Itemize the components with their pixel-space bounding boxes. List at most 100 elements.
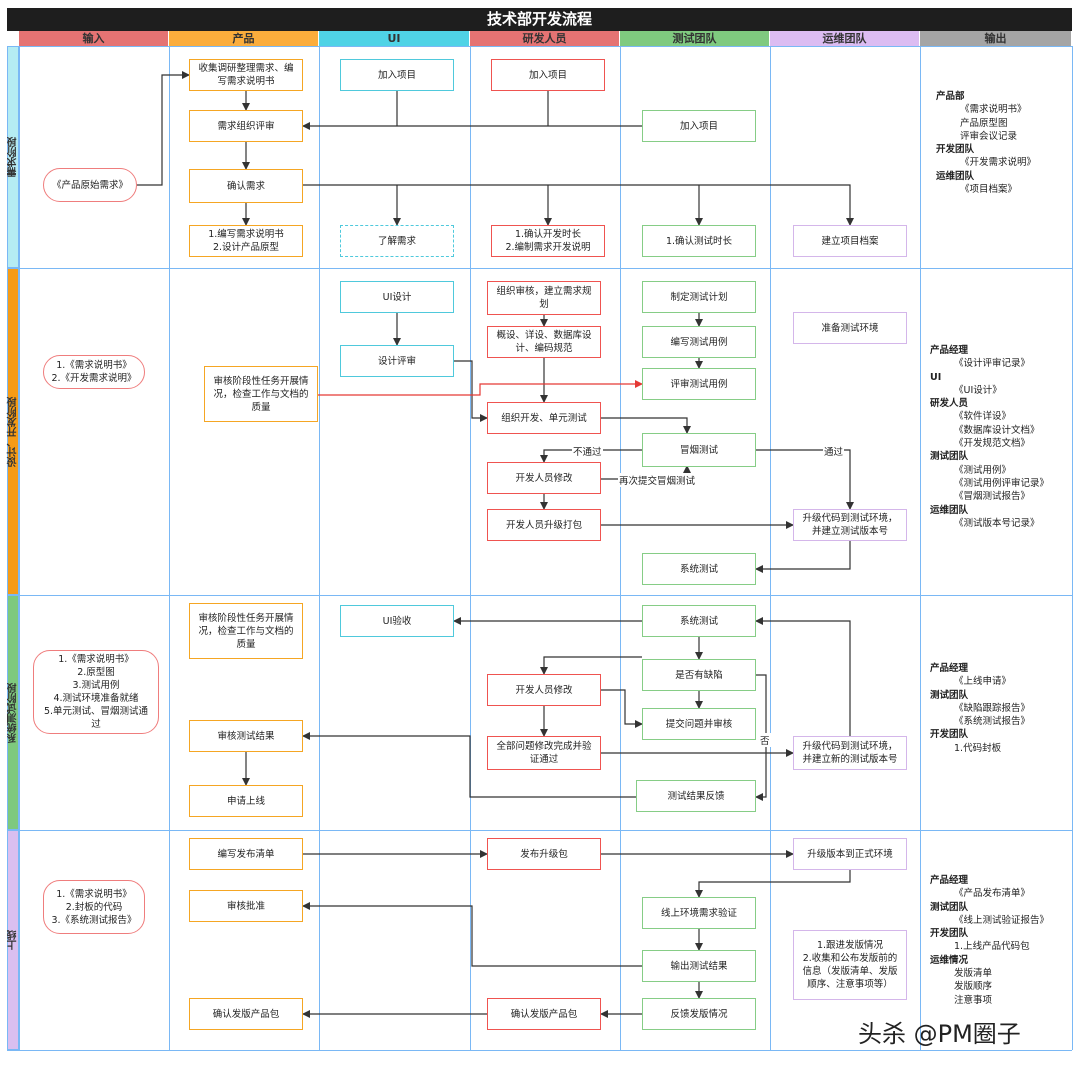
flow-node-d-p1[interactable]: 审核阶段性任务开展情况，检查工作与文档的质量: [204, 366, 318, 422]
flow-node-s-in[interactable]: 1.《需求说明书》 2.原型图 3.测试用例 4.测试环境准备就绪 5.单元测试…: [33, 650, 159, 734]
flow-node-s-p2[interactable]: 审核测试结果: [189, 720, 303, 752]
flow-node-d-t2[interactable]: 编写测试用例: [642, 326, 756, 358]
flow-node-r-p3[interactable]: 确认需求: [189, 169, 303, 203]
output-item: 《开发需求说明》: [960, 157, 1037, 169]
output-item: 评审会议记录: [960, 130, 1018, 142]
flow-node-r-t2[interactable]: 1.确认测试时长: [642, 225, 756, 257]
output-item: 《测试用例》: [954, 464, 1012, 476]
flow-node-r-p1[interactable]: 收集调研整理需求、编写需求说明书: [189, 59, 303, 91]
flow-node-r-p2[interactable]: 需求组织评审: [189, 110, 303, 142]
arrow-dev-to-smoke: [601, 417, 691, 434]
output-team: 开发团队: [930, 928, 969, 940]
output-item: 产品原型图: [960, 117, 1008, 129]
output-item: 1.代码封板: [954, 742, 1002, 754]
column-header-3: 研发人员: [470, 31, 620, 46]
output-list-1: 产品经理《设计评审记录》UI《UI设计》研发人员《软件详设》《数据库设计文档》《…: [930, 344, 1049, 530]
flow-node-d-d3[interactable]: 组织开发、单元测试: [487, 402, 601, 434]
flow-node-d-o2[interactable]: 升级代码到测试环境，并建立测试版本号: [793, 509, 907, 541]
output-item: 《缺陷跟踪报告》: [954, 702, 1031, 714]
flow-node-r-d1[interactable]: 加入项目: [491, 59, 605, 91]
output-item: 《上线申请》: [954, 676, 1012, 688]
flow-node-d-t5[interactable]: 系统测试: [642, 553, 756, 585]
output-team: 研发人员: [930, 398, 969, 410]
arrow-smoke-pass: [756, 449, 854, 510]
output-team: 运维团队: [930, 504, 969, 516]
flow-node-r-in[interactable]: 《产品原始需求》: [43, 168, 137, 202]
output-item: 《需求说明书》: [960, 104, 1027, 116]
output-item: 发版清单: [954, 968, 993, 980]
lane-divider: [319, 46, 320, 1050]
flow-node-l-d2[interactable]: 确认发版产品包: [487, 998, 601, 1030]
edge-label-no: 否: [759, 733, 771, 747]
flow-node-l-d1[interactable]: 发布升级包: [487, 838, 601, 870]
column-header-1: 产品: [169, 31, 319, 46]
flow-node-d-d5[interactable]: 开发人员升级打包: [487, 509, 601, 541]
output-item: 《测试用例评审记录》: [954, 477, 1050, 489]
output-team: UI: [930, 371, 942, 383]
flow-node-d-t1[interactable]: 制定测试计划: [642, 281, 756, 313]
arrow-devfix-to-submit: [601, 689, 643, 728]
lane-divider: [19, 46, 20, 1050]
output-team: 产品经理: [930, 875, 969, 886]
flow-node-d-d4[interactable]: 开发人员修改: [487, 462, 601, 494]
flow-node-s-d2[interactable]: 全部问题修改完成并验证通过: [487, 736, 601, 770]
flow-node-l-p1[interactable]: 编写发布清单: [189, 838, 303, 870]
flow-node-s-t3[interactable]: 提交问题并审核: [642, 708, 756, 740]
output-item: 《软件详设》: [954, 411, 1012, 423]
output-team: 产品部: [936, 91, 965, 102]
arrow-defect-to-devfix: [540, 656, 642, 675]
flow-node-d-d2[interactable]: 概设、详设、数据库设计、编码规范: [487, 326, 601, 358]
flow-node-d-in[interactable]: 1.《需求说明书》 2.《开发需求说明》: [43, 355, 145, 389]
arrow-newver-to-systest: [755, 617, 851, 736]
flow-node-s-ui1[interactable]: UI验收: [340, 605, 454, 637]
column-header-4: 测试团队: [620, 31, 770, 46]
flow-node-l-t2[interactable]: 输出测试结果: [642, 950, 756, 982]
flow-node-d-ui1[interactable]: UI设计: [340, 281, 454, 313]
flow-node-s-t2[interactable]: 是否有缺陷: [642, 659, 756, 691]
edge-label-fail: 不通过: [572, 444, 603, 458]
flow-node-s-d1[interactable]: 开发人员修改: [487, 674, 601, 706]
flow-node-d-o1[interactable]: 准备测试环境: [793, 312, 907, 344]
flow-node-d-ui2[interactable]: 设计评审: [340, 345, 454, 377]
flow-node-l-o1[interactable]: 升级版本到正式环境: [793, 838, 907, 870]
flow-node-s-p1[interactable]: 审核阶段性任务开展情况，检查工作与文档的质量: [189, 603, 303, 659]
flow-node-r-ui1[interactable]: 加入项目: [340, 59, 454, 91]
column-header-6: 输出: [920, 31, 1072, 46]
output-team: 开发团队: [936, 144, 975, 156]
edge-label-resubmit: 再次提交冒烟测试: [618, 473, 697, 487]
flow-node-d-t4[interactable]: 冒烟测试: [642, 433, 756, 467]
output-team: 运维团队: [936, 170, 975, 182]
flow-node-r-p4[interactable]: 1.编写需求说明书 2.设计产品原型: [189, 225, 303, 257]
flow-node-r-d2[interactable]: 1.确认开发时长 2.编制需求开发说明: [491, 225, 605, 257]
watermark: 头杀 @PM圈子: [858, 1020, 1021, 1048]
output-team: 测试团队: [930, 901, 969, 913]
flow-node-l-in[interactable]: 1.《需求说明书》 2.封板的代码 3.《系统测试报告》: [43, 880, 145, 934]
output-item: 注意事项: [954, 994, 993, 1006]
flow-node-r-t1[interactable]: 加入项目: [642, 110, 756, 142]
flow-node-d-d1[interactable]: 组织审核，建立需求规划: [487, 281, 601, 315]
flow-node-s-t1[interactable]: 系统测试: [642, 605, 756, 637]
flow-node-s-p3[interactable]: 申请上线: [189, 785, 303, 817]
arrow-raw-to-collect: [137, 71, 190, 186]
output-item: 《项目档案》: [960, 184, 1018, 196]
diagram-title: 技术部开发流程: [7, 8, 1072, 31]
lane-divider: [770, 46, 771, 1050]
arrow-audit-to-case-review: [318, 380, 643, 396]
flow-node-s-t4[interactable]: 测试结果反馈: [636, 780, 756, 812]
output-item: 发版顺序: [954, 981, 993, 993]
flow-node-l-p2[interactable]: 审核批准: [189, 890, 303, 922]
flow-node-r-ui2[interactable]: 了解需求: [340, 225, 454, 257]
flow-node-l-p3[interactable]: 确认发版产品包: [189, 998, 303, 1030]
flow-node-l-t1[interactable]: 线上环境需求验证: [642, 897, 756, 929]
lane-divider: [470, 46, 471, 1050]
flow-node-s-o1[interactable]: 升级代码到测试环境，并建立新的测试版本号: [793, 736, 907, 770]
output-item: 《冒烟测试报告》: [954, 491, 1031, 503]
flow-node-l-t3[interactable]: 反馈发版情况: [642, 998, 756, 1030]
flow-node-r-o1[interactable]: 建立项目档案: [793, 225, 907, 257]
flow-node-l-o2[interactable]: 1.跟进发版情况 2.收集和公布发版前的信息（发版清单、发版顺序、注意事项等）: [793, 930, 907, 1000]
lane-divider: [169, 46, 170, 1050]
flow-node-d-t3[interactable]: 评审测试用例: [642, 368, 756, 400]
output-team: 测试团队: [930, 451, 969, 463]
